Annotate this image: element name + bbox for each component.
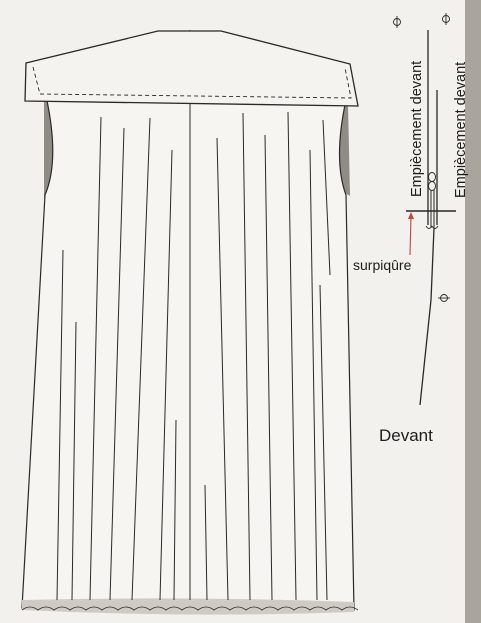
garment <box>21 30 359 615</box>
pleat-line <box>319 284 328 601</box>
seam-detail: Empiècement devant Empiècement devant su… <box>353 13 469 445</box>
pleat-line <box>204 484 208 601</box>
pleat-line <box>56 249 64 601</box>
topstitch-pointer <box>409 214 412 256</box>
pleat-line <box>309 149 318 601</box>
fold-end <box>425 225 439 229</box>
topstitch-label: surpiqûre <box>353 257 412 273</box>
pleat-line <box>242 112 251 601</box>
hem-gather-shading <box>22 598 354 615</box>
notch-symbol-icon <box>438 294 450 302</box>
notch-symbol-icon <box>442 13 450 25</box>
page-edge-shadow <box>465 0 481 623</box>
front-label: Devant <box>379 426 433 445</box>
yoke-right-label: Empiècement devant <box>453 62 469 198</box>
pleat-line <box>264 134 273 601</box>
pleat-line <box>173 419 177 601</box>
stitch-loop <box>428 181 436 191</box>
pleat-line <box>109 127 125 601</box>
pleat-line <box>159 149 173 601</box>
yoke-left-label: Empiècement devant <box>409 61 425 197</box>
hem-gathers <box>21 606 359 611</box>
yoke-topstitch <box>32 66 352 99</box>
pleat-line <box>89 116 102 601</box>
front-layer-line <box>419 227 435 406</box>
front-body <box>21 95 355 611</box>
pleat-line <box>216 137 229 601</box>
pleat-line <box>287 111 297 601</box>
pleat-line <box>131 117 151 601</box>
pleat-line <box>71 321 77 601</box>
pleat-lines <box>56 30 331 601</box>
pleat-line <box>322 119 331 276</box>
notch-symbol-icon <box>393 16 401 28</box>
front-yoke <box>24 30 359 107</box>
grain-line-arrow-icon <box>408 212 414 219</box>
